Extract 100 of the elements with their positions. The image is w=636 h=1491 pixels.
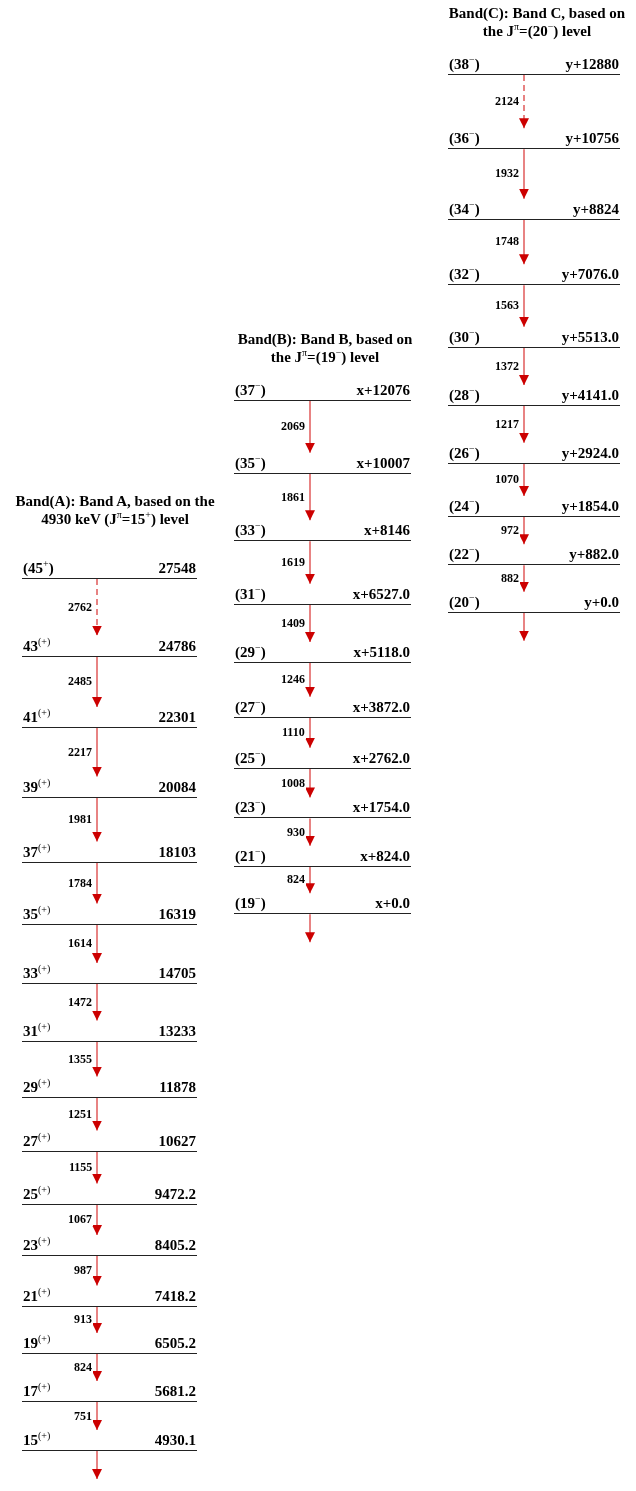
spin-label: (33$^{−}$): [235, 522, 266, 540]
transition-arrow: [92, 796, 102, 843]
energy-label: y+5513.0: [561, 328, 619, 346]
edge-label: 2217: [67, 745, 93, 759]
energy-label: 6505.2: [154, 1335, 196, 1352]
transition-arrow: [92, 1096, 102, 1132]
transition-arrow: [92, 1305, 102, 1334]
transition-arrow: [519, 218, 529, 265]
spin-label: (28$^{−}$): [449, 387, 480, 405]
transition-arrow: [519, 347, 529, 386]
level-line: [22, 841, 197, 863]
spin-label: 15$^{(+)}$: [23, 1432, 51, 1449]
edge-label: 1008: [280, 776, 306, 790]
spin-label: (36$^{−}$): [449, 130, 480, 148]
spin-label: (24$^{−}$): [449, 497, 480, 515]
energy-label: x+6527.0: [352, 585, 410, 603]
spin-label: 21$^{(+)}$: [23, 1287, 51, 1305]
energy-label: 11878: [159, 1078, 196, 1096]
transition-arrow: [519, 611, 529, 642]
edge-label: 824: [73, 1361, 93, 1374]
energy-label: y+8824: [572, 200, 619, 218]
level-line: [22, 1285, 197, 1307]
edge-label: 1110: [281, 726, 306, 740]
transition-arrow: [92, 1150, 102, 1185]
transition-arrow: [305, 603, 315, 643]
transition-arrow: [305, 768, 315, 799]
band-title: Band(A): Band A, based on the 4930 keV (J$^{π}$=15$^{+}$) level: [14, 492, 216, 528]
spin-label: 39$^{(+)}$: [23, 778, 51, 796]
edge-label: 1251: [67, 1107, 93, 1121]
edge-label: 1155: [68, 1161, 94, 1174]
energy-label: y+12880: [565, 56, 619, 73]
spin-label: (37$^{−}$): [235, 382, 266, 399]
edge-label: 882: [500, 571, 520, 585]
energy-label: x+10007: [356, 454, 410, 472]
transition-arrow: [305, 865, 315, 894]
spin-label: 23$^{(+)}$: [23, 1237, 51, 1254]
edge-label: 1409: [280, 616, 306, 630]
energy-label: y+4141.0: [561, 387, 619, 405]
edge-label: 1067: [67, 1213, 93, 1227]
transition-arrow: [305, 472, 315, 522]
energy-label: x+12076: [356, 382, 410, 399]
spin-label: (23$^{−}$): [235, 799, 266, 817]
spin-label: 35$^{(+)}$: [23, 905, 51, 923]
transition-arrow: [519, 564, 529, 593]
edge-label: 1472: [67, 995, 93, 1009]
transition-arrow: [519, 405, 529, 444]
energy-label: 5681.2: [154, 1383, 196, 1400]
energy-label: x+5118.0: [353, 644, 410, 661]
spin-label: 31$^{(+)}$: [23, 1022, 51, 1040]
transition-arrow: [519, 148, 529, 200]
spin-label: 29$^{(+)}$: [23, 1078, 51, 1096]
spin-label: (20$^{−}$): [449, 593, 480, 611]
edge-label: 1355: [67, 1052, 93, 1066]
transition-arrow: [92, 923, 102, 964]
transition-arrow: [92, 983, 102, 1022]
energy-label: y+0.0: [584, 593, 619, 611]
edge-label: 824: [286, 873, 306, 887]
transition-arrow: [305, 662, 315, 698]
energy-label: 7418.2: [154, 1287, 196, 1305]
spin-label: 37$^{(+)}$: [23, 843, 51, 861]
spin-label: (35$^{−}$): [235, 454, 266, 472]
transition-arrow: [305, 913, 315, 943]
energy-label: 16319: [158, 905, 196, 923]
level-line: [22, 1381, 197, 1402]
transition-arrow: [92, 1450, 102, 1480]
spin-label: (26$^{−}$): [449, 444, 480, 462]
energy-label: 8405.2: [154, 1237, 196, 1254]
level-line: [22, 1076, 197, 1098]
spin-label: (34$^{−}$): [449, 200, 480, 218]
level-line: [22, 707, 197, 728]
energy-label: 13233: [158, 1022, 196, 1040]
transition-arrow: [92, 1203, 102, 1236]
level-line: [22, 1130, 197, 1152]
spin-label: 25$^{(+)}$: [23, 1185, 51, 1203]
transition-arrow: [519, 462, 529, 497]
energy-label: 22301: [158, 709, 196, 726]
transition-arrow: [305, 540, 315, 585]
spin-label: (19$^{−}$): [235, 895, 266, 913]
transition-arrow: [305, 817, 315, 847]
level-line: [22, 776, 197, 798]
spin-label: (38$^{−}$): [449, 56, 480, 73]
level-line: [22, 1333, 197, 1354]
spin-label: 41$^{(+)}$: [23, 709, 51, 726]
spin-label: (30$^{−}$): [449, 328, 480, 346]
transition-arrow: [305, 400, 315, 454]
energy-label: 9472.2: [154, 1185, 196, 1203]
level-line: [22, 903, 197, 925]
edge-label: 1981: [67, 813, 93, 826]
transition-arrow: [92, 655, 102, 708]
level-line: [22, 1235, 197, 1256]
transition-arrow: [92, 578, 102, 637]
energy-label: y+10756: [565, 130, 619, 148]
energy-label: y+882.0: [569, 546, 619, 564]
transition-arrow: [92, 1401, 102, 1431]
spin-label: 43$^{(+)}$: [23, 637, 51, 655]
edge-label: 2762: [67, 600, 93, 614]
level-line: [22, 635, 197, 657]
energy-label: x+0.0: [375, 895, 410, 913]
spin-label: (25$^{−}$): [235, 749, 266, 767]
spin-label: 27$^{(+)}$: [23, 1132, 51, 1150]
